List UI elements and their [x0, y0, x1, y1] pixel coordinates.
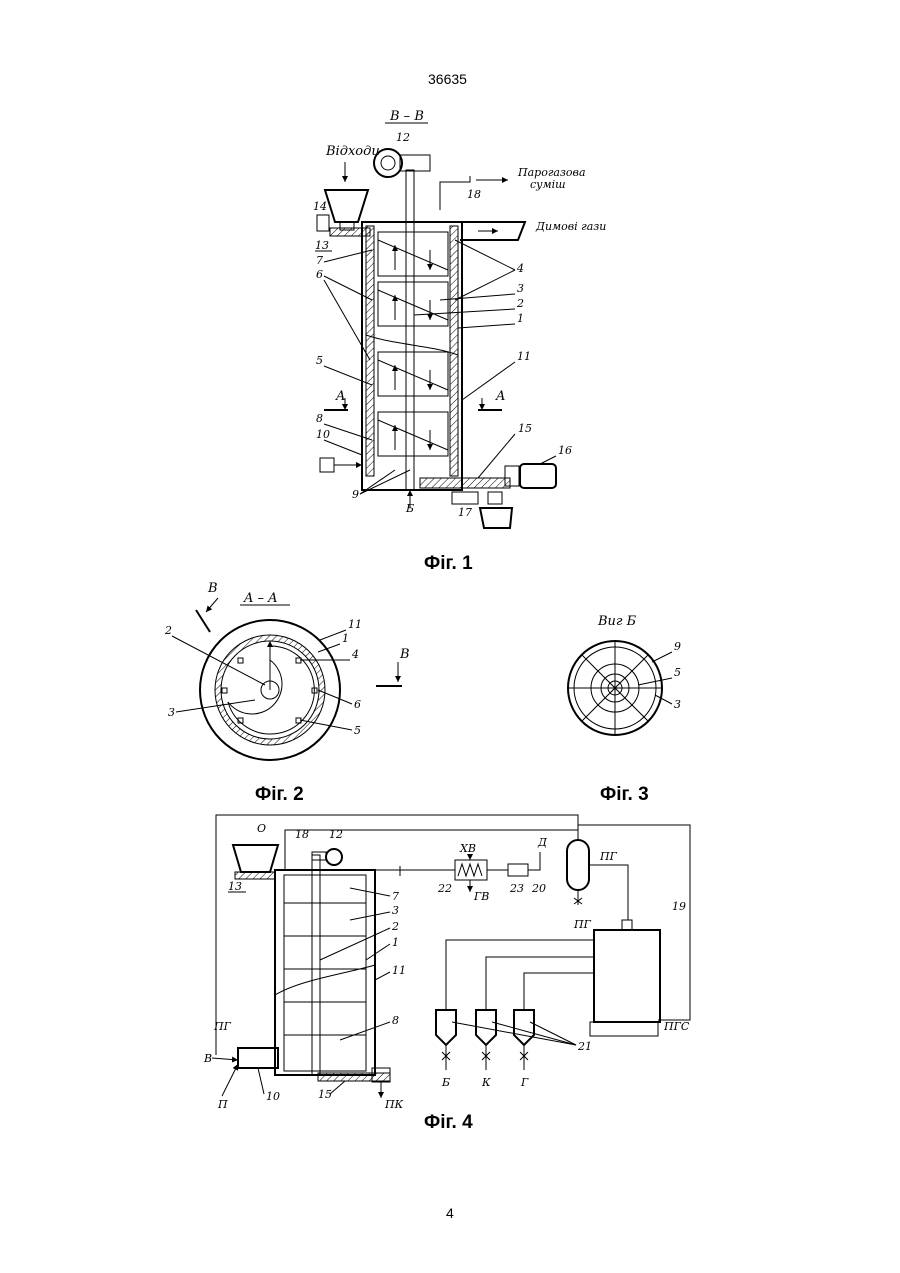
section-mark-a-left: A	[335, 389, 345, 404]
fig4-distillation-unit-19	[594, 930, 660, 1022]
fig2-cut-b-top: B	[207, 581, 218, 596]
fig4-label-pg-drain: ПГ	[573, 918, 592, 931]
fig1-flue-gas-label: Димові гази	[535, 220, 606, 233]
fig2-section-label: A – A	[243, 591, 278, 606]
callout-6: 6	[316, 268, 323, 281]
fig4-callout-18: 18	[295, 828, 309, 841]
fig4-label-v: В	[203, 1052, 212, 1065]
fig2-callout-6: 6	[354, 698, 361, 711]
callout-4: 4	[516, 262, 524, 275]
callout-2: 2	[516, 297, 524, 310]
fig4-label-k: К	[481, 1076, 491, 1089]
fig4-callout-7: 7	[392, 890, 399, 903]
callout-8: 8	[316, 412, 323, 425]
fig4-label-d: Д	[537, 836, 548, 849]
callout-11: 11	[517, 350, 531, 363]
fig3-callout-5: 5	[674, 666, 681, 679]
figure-2-section: A – A B 2 11 1 4 3 6 5 B	[164, 581, 410, 760]
fig4-label-p: П	[217, 1098, 228, 1111]
fig4-callout-2: 2	[391, 920, 399, 933]
fig2-callout-1: 1	[342, 632, 349, 645]
callout-1: 1	[517, 312, 524, 325]
fig4-callout-21: 21	[577, 1040, 592, 1053]
fig4-label-xv: ХВ	[459, 842, 476, 855]
callout-13: 13	[315, 239, 329, 252]
fig4-label-gv: ГВ	[473, 890, 489, 903]
callout-10: 10	[316, 428, 330, 441]
hopper-shape	[325, 190, 368, 222]
section-mark-a-right: A	[495, 389, 505, 404]
callout-3: 3	[517, 282, 524, 295]
fig4-callout-19: 19	[672, 900, 686, 913]
callout-7: 7	[316, 254, 323, 267]
callout-14: 14	[313, 200, 327, 213]
fig4-callout-10: 10	[266, 1090, 280, 1103]
view-b-mark: Б	[405, 502, 414, 515]
fig2-cut-b-right: B	[399, 647, 410, 662]
fig4-callout-22: 22	[437, 882, 452, 895]
fig2-callout-4: 4	[351, 648, 359, 661]
fig4-reactor-column	[275, 870, 375, 1075]
fig2-callout-3: 3	[168, 706, 175, 719]
fig3-callout-9: 9	[674, 640, 681, 653]
fig4-callout-20: 20	[531, 882, 546, 895]
fig4-label-g: Г	[520, 1076, 529, 1089]
fig4-callout-15: 15	[318, 1088, 332, 1101]
fig4-label-pk: ПК	[384, 1098, 404, 1111]
figure-3-view-b: Виг Б 9 5 3	[568, 614, 681, 735]
fig4-callout-11: 11	[392, 964, 406, 977]
fig4-callout-23: 23	[509, 882, 524, 895]
callout-5: 5	[316, 354, 323, 367]
fig4-label-pg-top: ПГ	[599, 850, 618, 863]
callout-16: 16	[558, 444, 572, 457]
callout-18: 18	[467, 188, 481, 201]
fig1-section-label: B – B	[389, 109, 424, 124]
callout-12: 12	[396, 131, 410, 144]
fig3-view-label: Виг Б	[597, 614, 637, 629]
fig4-callout-12: 12	[329, 828, 343, 841]
fig4-label-o: О	[257, 822, 266, 835]
figure-4-process-scheme: О 13 12 18 ХВ 22 ГВ 23	[203, 815, 690, 1111]
fig4-label-pgs: ПГС	[663, 1020, 690, 1033]
fig1-inlet-label: Відходи	[325, 144, 380, 159]
fig4-callout-1: 1	[392, 936, 399, 949]
callout-17: 17	[458, 506, 472, 519]
callout-9: 9	[352, 488, 359, 501]
central-shaft-2	[406, 170, 414, 490]
fig3-callout-3: 3	[674, 698, 681, 711]
fig4-label-b: Б	[441, 1076, 450, 1089]
fig4-callout-8: 8	[392, 1014, 399, 1027]
fig4-callout-13: 13	[228, 880, 242, 893]
callout-15: 15	[518, 422, 532, 435]
figure-1-apparatus: B – B 12 Відходи 14 13 Парогазова суміш …	[313, 109, 606, 528]
fig2-callout-11: 11	[348, 618, 362, 631]
fig2-callout-2: 2	[164, 624, 172, 637]
fig2-callout-5: 5	[354, 724, 361, 737]
fig1-steam-gas-label-2: суміш	[530, 178, 566, 191]
fig4-label-pg-left: ПГ	[213, 1020, 232, 1033]
fig4-callout-3: 3	[392, 904, 399, 917]
